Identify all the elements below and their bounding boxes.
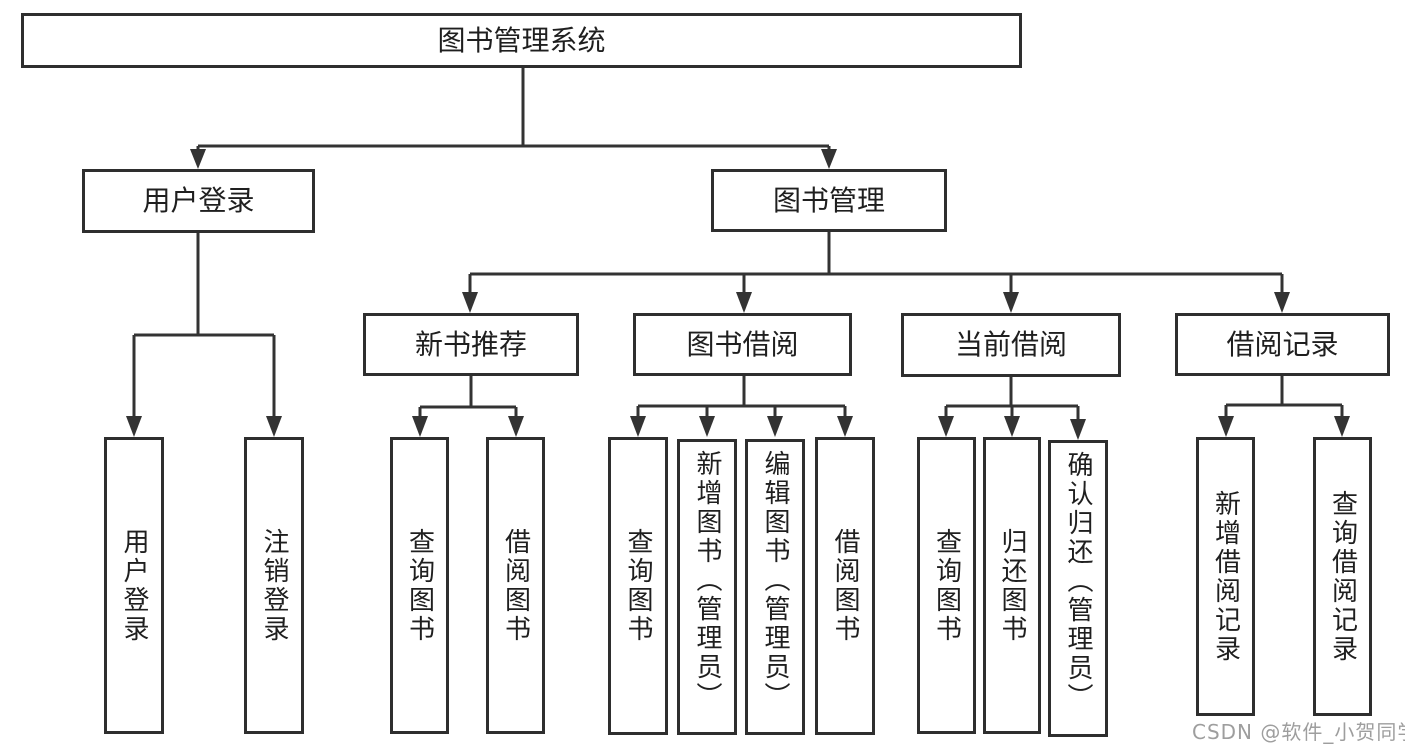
leaf-query-borrow-record: 查询借阅记录 (1313, 437, 1372, 716)
node-borrow-record: 借阅记录 (1175, 313, 1390, 376)
leaf-add-book-admin: 新增图书（管理员） (677, 439, 737, 735)
node-book-management: 图书管理 (711, 169, 947, 232)
leaf-borrow-books-recommend: 借阅图书 (486, 437, 545, 734)
leaf-query-books-borrow: 查询图书 (608, 437, 668, 735)
node-book-borrow: 图书借阅 (633, 313, 852, 376)
leaf-user-login: 用户登录 (104, 437, 164, 734)
node-library-system: 图书管理系统 (21, 13, 1022, 68)
leaf-borrow-books-borrow: 借阅图书 (815, 437, 875, 735)
node-user-login: 用户登录 (82, 169, 315, 233)
leaf-edit-book-admin: 编辑图书（管理员） (745, 439, 805, 735)
leaf-query-books-recommend: 查询图书 (390, 437, 449, 734)
leaf-return-book: 归还图书 (983, 437, 1041, 734)
leaf-confirm-return-admin: 确认归还（管理员） (1048, 440, 1108, 737)
leaf-query-books-current: 查询图书 (917, 437, 976, 734)
watermark-text: CSDN @软件_小贺同学 (1192, 720, 1405, 744)
node-current-borrow: 当前借阅 (901, 313, 1121, 377)
node-new-book-recommend: 新书推荐 (363, 313, 579, 376)
leaf-logout: 注销登录 (244, 437, 304, 734)
leaf-add-borrow-record: 新增借阅记录 (1196, 437, 1255, 716)
